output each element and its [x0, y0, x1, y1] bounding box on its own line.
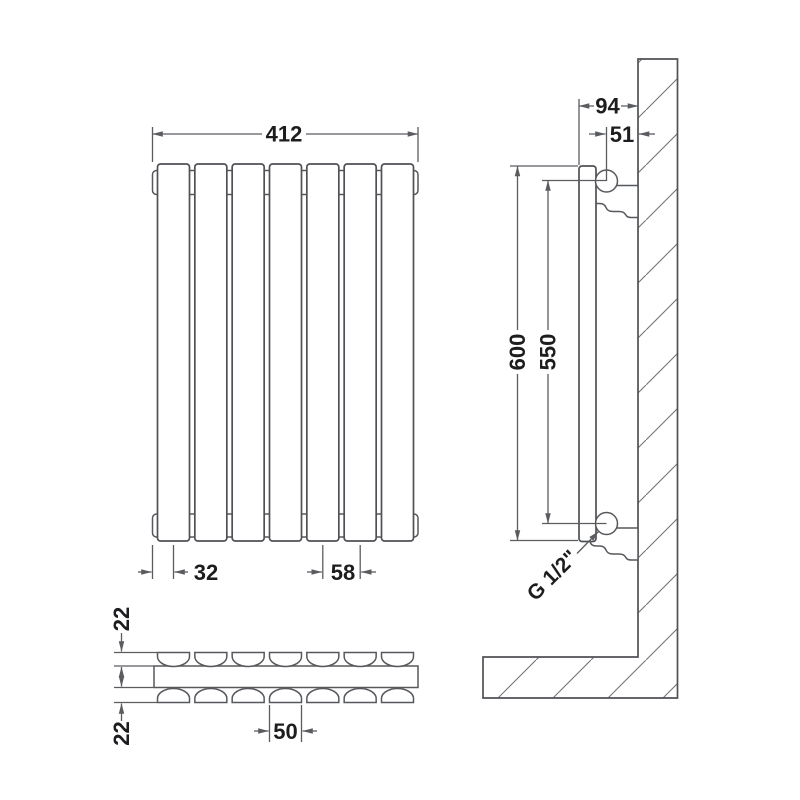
section-view: 22 22 50: [109, 607, 419, 746]
section-rear-lobe: [306, 687, 340, 704]
section-front-lobe: [343, 651, 377, 668]
dim-overall-width: 412: [151, 122, 419, 162]
front-panels: [156, 163, 415, 542]
dim-edge-to-panel-centre: 32: [138, 545, 218, 585]
leader-line: [576, 531, 599, 554]
section-waterway-bar: [153, 665, 419, 689]
dim-wall-to-front: 94: [578, 94, 639, 165]
dim-wall-to-tapping: 51: [589, 122, 655, 181]
radiator-panel: [231, 163, 266, 542]
section-rear-lobe: [268, 687, 303, 704]
overall-width-label: 412: [266, 122, 303, 147]
dim-panel-depths: 22 22: [109, 607, 157, 746]
label-mask: [594, 95, 621, 117]
tapping-centres-label: 550: [536, 334, 561, 371]
side-panel-profile: [578, 165, 597, 543]
section-rear-lobe: [156, 687, 191, 704]
wall-to-tapping-label: 51: [610, 122, 634, 147]
section-front-lobe: [231, 651, 265, 668]
radiator-panel: [380, 163, 415, 542]
section-front-lobe: [194, 651, 228, 668]
section-rear-lobe: [380, 687, 415, 704]
side-view: 94 51 600 550 G 1/2": [482, 58, 679, 699]
top-wall-bracket: [589, 184, 639, 219]
front-depth-label: 22: [109, 607, 134, 631]
panel-pitch-label: 58: [331, 560, 355, 585]
label-mask: [506, 330, 529, 374]
edge-to-panel-centre-label: 32: [194, 560, 218, 585]
radiator-panel: [268, 163, 303, 542]
height-label: 600: [505, 334, 530, 371]
section-front-lobe: [156, 651, 191, 668]
radiator-panel: [193, 163, 228, 542]
radiator-panel: [305, 163, 340, 542]
wall-and-floor-section: [482, 58, 679, 699]
section-rear-lobe: [194, 687, 228, 704]
section-front-lobe: [380, 651, 415, 668]
section-rear-lobe: [343, 687, 377, 704]
radiator-panel: [156, 163, 191, 542]
dim-panel-width: 50: [254, 705, 317, 744]
section-front-lobe: [268, 651, 303, 668]
thread-label: G 1/2": [523, 546, 583, 606]
section-panel-lobes: [156, 651, 415, 704]
label-mask: [536, 330, 560, 374]
label-mask: [262, 122, 306, 145]
front-view: 412 32 58: [138, 122, 419, 585]
dim-height: 600: [505, 165, 578, 542]
dim-tapping-centres: 550: [536, 179, 607, 525]
rear-depth-label: 22: [109, 721, 134, 745]
thread-callout: G 1/2": [523, 531, 599, 606]
dim-panel-pitch: 58: [307, 545, 376, 585]
section-rear-lobe: [231, 687, 265, 704]
wall-to-front-label: 94: [595, 94, 620, 119]
section-front-lobe: [306, 651, 340, 668]
radiator-panel: [343, 163, 378, 542]
panel-width-label: 50: [273, 719, 297, 744]
